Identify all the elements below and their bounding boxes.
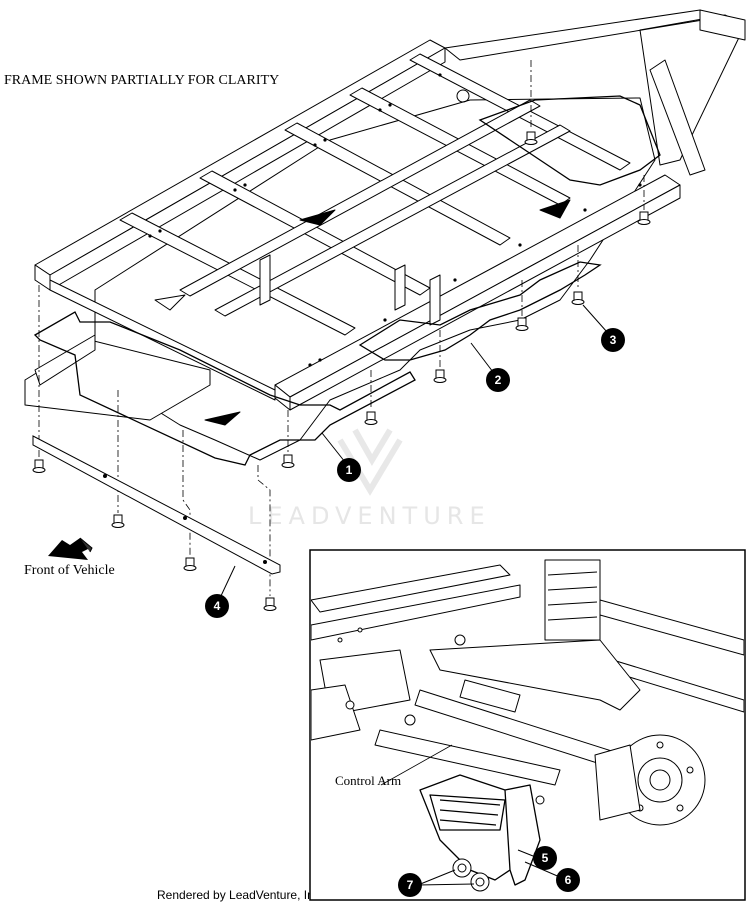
front-of-vehicle-label: Front of Vehicle bbox=[24, 563, 115, 578]
bolt-icon bbox=[515, 317, 529, 331]
bolt-icon bbox=[452, 858, 490, 892]
svg-text:7: 7 bbox=[407, 878, 414, 892]
bolt-icon bbox=[433, 369, 447, 383]
bolt-icon bbox=[183, 557, 197, 571]
bolt-icon bbox=[281, 454, 295, 468]
callouts-main: 1 2 3 4 bbox=[205, 304, 625, 618]
bolts bbox=[32, 131, 651, 611]
callout-5: 5 bbox=[533, 846, 557, 870]
frame-note: FRAME SHOWN PARTIALLY FOR CLARITY bbox=[4, 73, 280, 88]
bolt-icon bbox=[111, 514, 125, 528]
svg-text:2: 2 bbox=[495, 373, 502, 387]
vehicle-frame bbox=[24, 9, 746, 461]
skid-plates bbox=[33, 95, 661, 466]
svg-text:4: 4 bbox=[214, 599, 221, 613]
svg-text:1: 1 bbox=[346, 463, 353, 477]
callout-4: 4 bbox=[205, 594, 229, 618]
strip-part-4 bbox=[32, 435, 281, 575]
callout-1: 1 bbox=[337, 458, 361, 482]
callout-7: 7 bbox=[398, 873, 422, 897]
bolt-icon bbox=[524, 131, 538, 145]
callout-6: 6 bbox=[556, 868, 580, 892]
control-arm-label: Control Arm bbox=[335, 773, 401, 788]
frame-holes bbox=[148, 73, 642, 367]
callout-2: 2 bbox=[486, 368, 510, 392]
detail-inset: Control Arm 5 6 7 bbox=[309, 549, 746, 901]
bolt-icon bbox=[263, 597, 277, 611]
bolt-icon bbox=[364, 411, 378, 425]
svg-text:6: 6 bbox=[565, 873, 572, 887]
leadventure-logo-icon bbox=[337, 428, 403, 496]
watermark-text: LEADVENTURE bbox=[248, 502, 491, 530]
callout-3: 3 bbox=[601, 328, 625, 352]
leader-lines bbox=[38, 60, 645, 596]
bolt-icon bbox=[32, 459, 46, 473]
svg-text:3: 3 bbox=[610, 333, 617, 347]
arrow-front-icon bbox=[48, 537, 93, 560]
bolt-icon bbox=[571, 291, 585, 305]
guard-part-5-6 bbox=[419, 774, 541, 886]
svg-text:5: 5 bbox=[542, 851, 549, 865]
credit-line: Rendered by LeadVenture, Inc. bbox=[157, 888, 324, 902]
bolt-icon bbox=[637, 211, 651, 225]
